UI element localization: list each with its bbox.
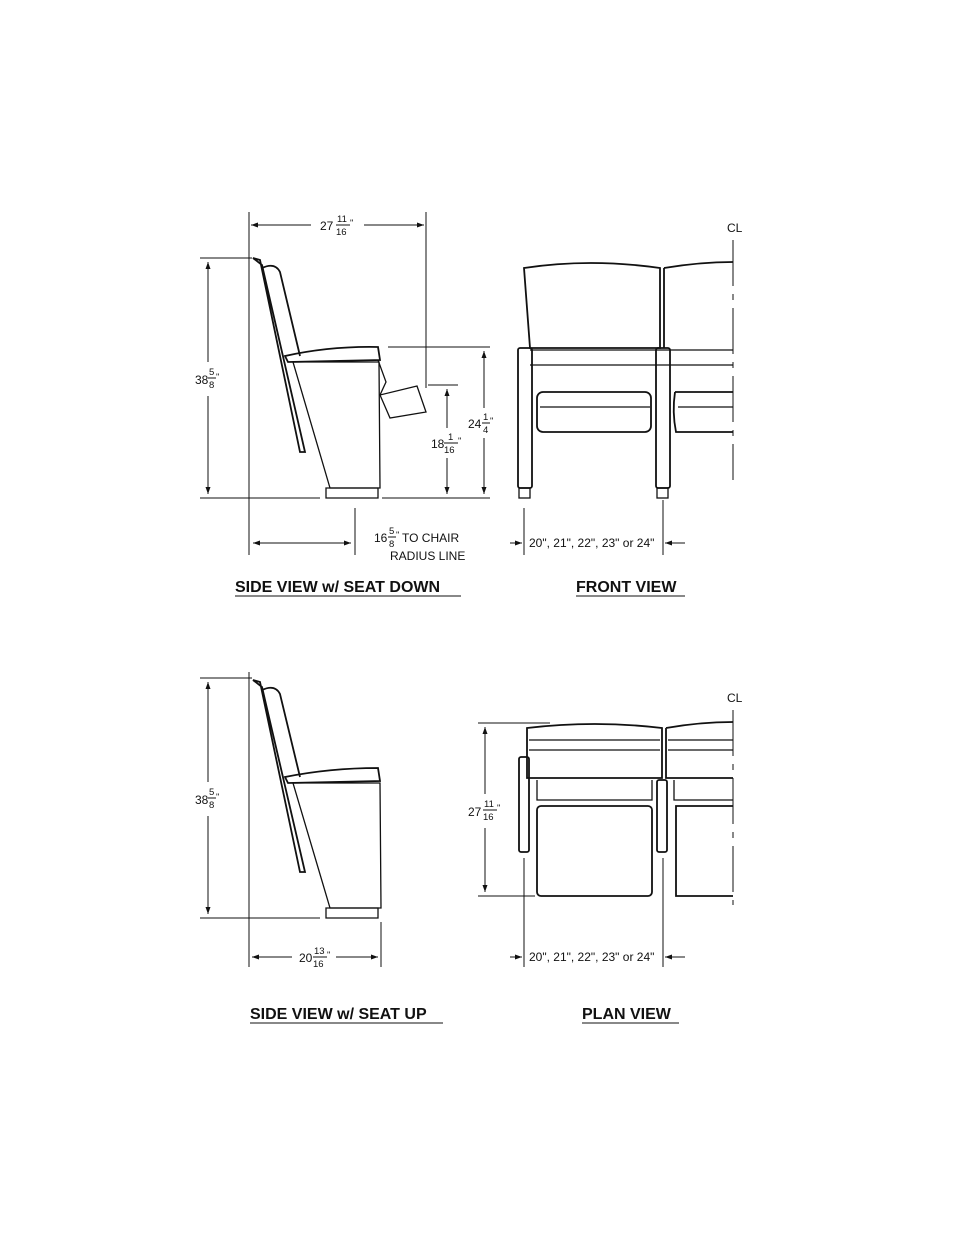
chair-side-outline xyxy=(252,257,427,499)
depth-unit: " xyxy=(497,803,500,814)
side-view-seat-up: 38 5 8 " 20 13 16 " SIDE VIEW w/ SEAT UP xyxy=(195,672,443,1024)
radius-whole: 16 xyxy=(374,531,388,545)
dim-den: 16 xyxy=(336,227,347,238)
front-view: CL 20", 21", 22", 23" or 24" FRONT VI xyxy=(510,221,743,597)
height-whole: 38 xyxy=(195,373,209,387)
chair-side-outline xyxy=(252,679,382,919)
height-whole: 38 xyxy=(195,793,209,807)
view-title: SIDE VIEW w/ SEAT UP xyxy=(250,1006,427,1023)
view-title: PLAN VIEW xyxy=(582,1006,672,1023)
seat-height-num: 1 xyxy=(483,412,488,423)
plan-view: CL 27 11 16 " 20", 21", 22", 2 xyxy=(468,691,743,1024)
radius-unit: " xyxy=(396,530,399,541)
dim-unit: " xyxy=(350,218,353,229)
radius-label-1: TO CHAIR xyxy=(402,531,459,545)
height-num: 5 xyxy=(209,367,214,378)
chair-plan-outline xyxy=(518,721,734,897)
view-title: SIDE VIEW w/ SEAT DOWN xyxy=(235,579,440,596)
radius-num: 5 xyxy=(389,526,394,537)
radius-label-2: RADIUS LINE xyxy=(390,549,465,563)
seat-front-unit: " xyxy=(458,436,461,447)
seat-height-unit: " xyxy=(490,416,493,427)
seat-height-den: 4 xyxy=(483,425,488,436)
width-options: 20", 21", 22", 23" or 24" xyxy=(529,536,654,550)
seat-height-whole: 24 xyxy=(468,417,482,431)
dim-num: 11 xyxy=(337,214,347,225)
height-den: 8 xyxy=(209,800,214,811)
height-num: 5 xyxy=(209,787,214,798)
depth-den: 16 xyxy=(313,959,324,970)
seat-front-whole: 18 xyxy=(431,437,445,451)
height-unit: " xyxy=(216,372,219,383)
seat-front-num: 1 xyxy=(448,432,453,443)
height-unit: " xyxy=(216,792,219,803)
depth-whole: 20 xyxy=(299,951,313,965)
centerline-symbol: CL xyxy=(727,691,743,705)
side-view-seat-down: 27 11 16 " 38 5 8 " 24 1 4 " 18 1 16 " xyxy=(195,212,493,597)
seat-front-den: 16 xyxy=(444,445,455,456)
depth-num: 13 xyxy=(314,946,325,957)
dim-whole: 27 xyxy=(320,219,334,233)
depth-den: 16 xyxy=(483,812,494,823)
depth-whole: 27 xyxy=(468,805,482,819)
height-den: 8 xyxy=(209,380,214,391)
centerline-symbol: CL xyxy=(727,221,743,235)
radius-den: 8 xyxy=(389,539,394,550)
chair-front-outline xyxy=(517,261,734,499)
view-title: FRONT VIEW xyxy=(576,579,677,596)
width-options: 20", 21", 22", 23" or 24" xyxy=(529,950,654,964)
depth-num: 11 xyxy=(484,799,494,810)
depth-unit: " xyxy=(327,950,330,961)
